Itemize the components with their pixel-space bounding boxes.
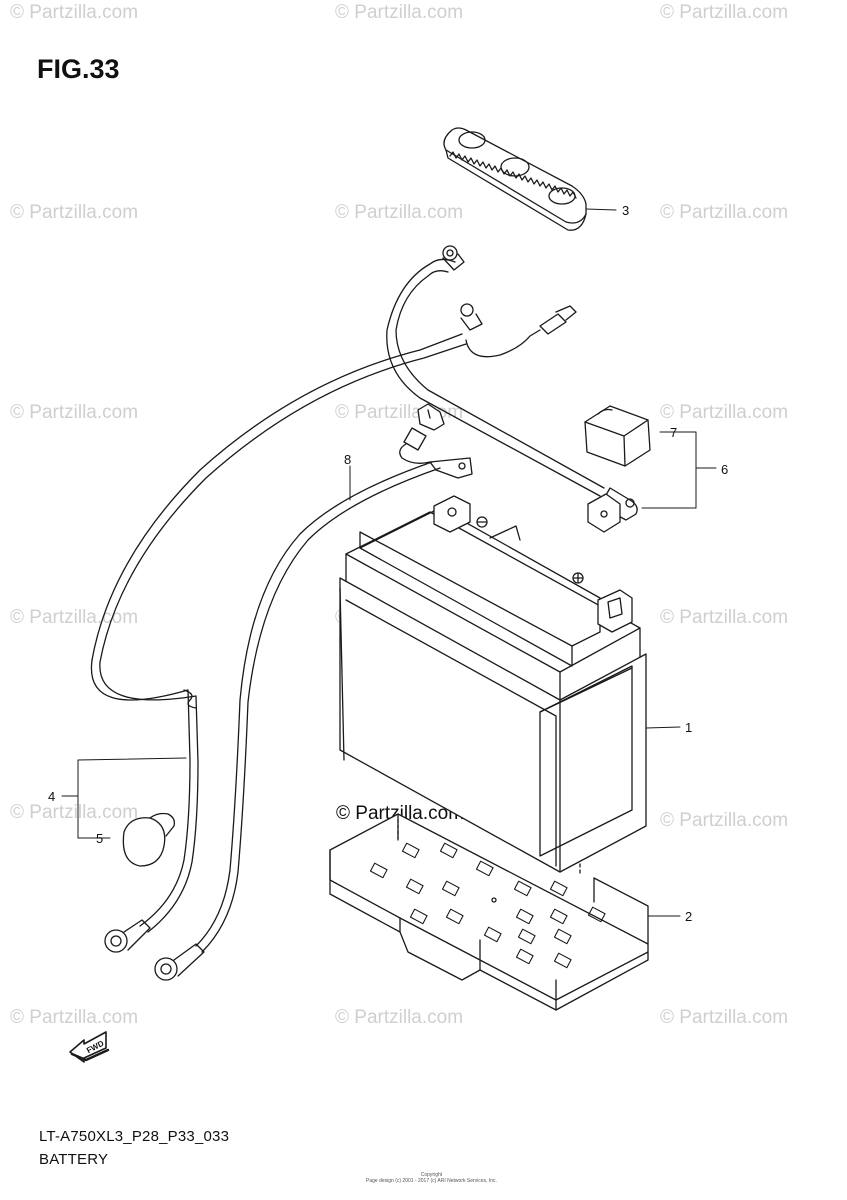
watermark: © Partzilla.com: [660, 607, 789, 628]
model-code: LT-A750XL3_P28_P33_033: [39, 1128, 230, 1145]
center-watermark: © Partzilla.com: [336, 803, 465, 824]
callout-3: 3: [622, 203, 629, 218]
watermark: © Partzilla.com: [335, 202, 464, 223]
watermark: © Partzilla.com: [335, 1007, 464, 1028]
watermark: © Partzilla.com: [335, 2, 464, 23]
section-name: BATTERY: [39, 1151, 109, 1168]
callout-8: 8: [344, 452, 351, 467]
callout-6: 6: [721, 462, 728, 477]
watermark: © Partzilla.com: [660, 810, 789, 831]
watermark: © Partzilla.com: [660, 402, 789, 423]
terminal-cap[interactable]: [122, 812, 176, 867]
watermark: © Partzilla.com: [10, 402, 139, 423]
watermark: © Partzilla.com: [660, 2, 789, 23]
negative-cable[interactable]: [90, 659, 199, 953]
positive-cable[interactable]: [91, 245, 638, 663]
figure-title: FIG.33: [37, 54, 120, 84]
battery-tray[interactable]: [329, 813, 649, 1011]
watermark: © Partzilla.com: [10, 2, 139, 23]
leader-lines: [61, 208, 717, 917]
battery[interactable]: [339, 495, 647, 873]
sensor-lead[interactable]: [460, 303, 577, 358]
lead-wire[interactable]: [154, 403, 473, 981]
watermark: © Partzilla.com: [660, 202, 789, 223]
terminal-cover-cube[interactable]: [584, 405, 651, 467]
copyright-line-2: Page design (c) 2001 - 2017 (c) ARI Netw…: [366, 1178, 497, 1184]
callout-7: 7: [670, 425, 677, 440]
watermark: © Partzilla.com: [660, 1007, 789, 1028]
callout-1: 1: [685, 720, 692, 735]
callout-4: 4: [48, 789, 55, 804]
watermark: © Partzilla.com: [10, 202, 139, 223]
copyright-line-1: Copyright: [420, 1172, 443, 1178]
copyright-note: Copyright Page design (c) 2001 - 2017 (c…: [366, 1172, 497, 1184]
watermark: © Partzilla.com: [10, 607, 139, 628]
battery-band[interactable]: [443, 127, 587, 231]
callout-5: 5: [96, 831, 103, 846]
forward-arrow-icon: [69, 1031, 110, 1063]
callout-2: 2: [685, 909, 692, 924]
watermark: © Partzilla.com: [10, 1007, 139, 1028]
watermark: © Partzilla.com: [10, 802, 139, 823]
